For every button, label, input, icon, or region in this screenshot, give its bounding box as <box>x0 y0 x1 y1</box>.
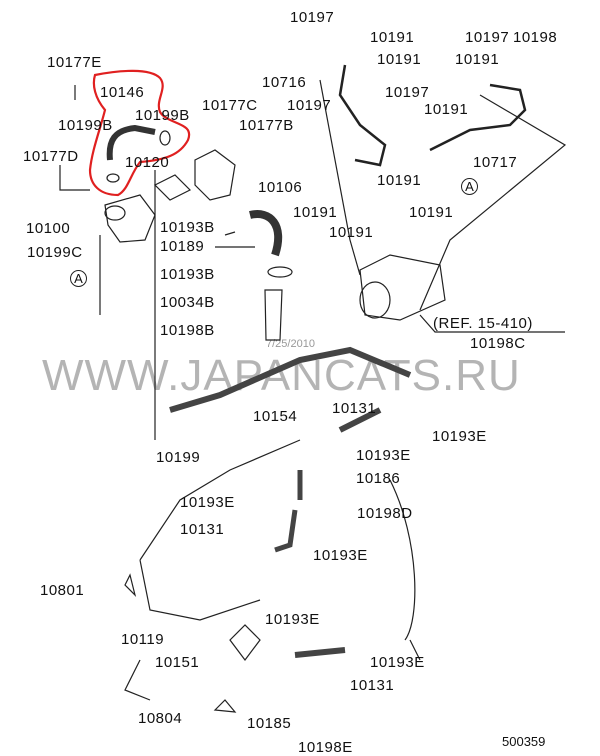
part-label-10193b[interactable]: 10193B <box>160 219 215 236</box>
part-label-10199[interactable]: 10199 <box>156 449 201 466</box>
reference-label[interactable]: (REF. 15-410) <box>433 315 533 332</box>
part-label-10193e[interactable]: 10193E <box>265 611 320 628</box>
part-label-10193b[interactable]: 10193B <box>160 266 215 283</box>
part-label-10177b[interactable]: 10177B <box>239 117 294 134</box>
part-label-10191[interactable]: 10191 <box>409 204 454 221</box>
part-label-10199b[interactable]: 10199B <box>135 107 190 124</box>
part-label-10119[interactable]: 10119 <box>121 631 165 648</box>
part-label-10193e[interactable]: 10193E <box>180 494 235 511</box>
part-label-10191[interactable]: 10191 <box>329 224 374 241</box>
part-label-10131[interactable]: 10131 <box>350 677 395 694</box>
highlight-outline <box>88 69 191 197</box>
part-label-10131[interactable]: 10131 <box>332 400 377 417</box>
pipe-10154 <box>169 346 412 413</box>
part-label-10193e[interactable]: 10193E <box>370 654 425 671</box>
part-label-10717[interactable]: 10717 <box>473 154 518 171</box>
part-label-10120[interactable]: 10120 <box>125 154 170 171</box>
part-label-10197[interactable]: 10197 <box>287 97 332 114</box>
part-label-10801[interactable]: 10801 <box>40 582 85 599</box>
pipe-10716 <box>338 64 387 167</box>
part-label-10154[interactable]: 10154 <box>253 408 298 425</box>
part-label-10177c[interactable]: 10177C <box>202 97 258 114</box>
part-label-10199b[interactable]: 10199B <box>58 117 113 134</box>
part-label-10186[interactable]: 10186 <box>356 470 401 487</box>
part-label-10191[interactable]: 10191 <box>370 29 415 46</box>
part-label-10146[interactable]: 10146 <box>100 84 145 101</box>
part-label-10177d[interactable]: 10177D <box>23 148 79 165</box>
part-label-10034b[interactable]: 10034B <box>160 294 215 311</box>
part-label-10193e[interactable]: 10193E <box>432 428 487 445</box>
part-label-10198d[interactable]: 10198D <box>357 505 413 522</box>
part-label-10198[interactable]: 10198 <box>513 29 558 46</box>
marker-a-right: A <box>461 178 478 195</box>
part-label-10151[interactable]: 10151 <box>155 654 200 671</box>
part-label-10197[interactable]: 10197 <box>290 9 335 26</box>
hose-10146 <box>106 124 156 161</box>
part-label-10189[interactable]: 10189 <box>160 238 205 255</box>
part-label-10198c[interactable]: 10198C <box>470 335 526 352</box>
part-label-10197[interactable]: 10197 <box>465 29 510 46</box>
pump-assembly <box>359 254 446 321</box>
part-label-10191[interactable]: 10191 <box>424 101 469 118</box>
part-label-10131[interactable]: 10131 <box>180 521 225 538</box>
part-label-10198e[interactable]: 10198E <box>298 739 353 756</box>
part-label-10197[interactable]: 10197 <box>385 84 430 101</box>
part-label-10198b[interactable]: 10198B <box>160 322 215 339</box>
part-label-10177e[interactable]: 10177E <box>47 54 102 71</box>
part-label-10106[interactable]: 10106 <box>258 179 303 196</box>
part-label-10191[interactable]: 10191 <box>293 204 338 221</box>
part-label-10804[interactable]: 10804 <box>138 710 183 727</box>
part-label-10100[interactable]: 10100 <box>26 220 71 237</box>
marker-a-left: A <box>70 270 87 287</box>
part-label-10191[interactable]: 10191 <box>377 172 422 189</box>
watermark: WWW.JAPANCATS.RU <box>42 351 521 400</box>
part-label-10716[interactable]: 10716 <box>262 74 307 91</box>
thermostat-housing <box>104 194 156 243</box>
part-label-10199c[interactable]: 10199C <box>27 244 83 261</box>
part-label-10193e[interactable]: 10193E <box>313 547 368 564</box>
part-label-10193e[interactable]: 10193E <box>356 447 411 464</box>
diagram-code: 500359 <box>502 734 546 749</box>
part-label-10191[interactable]: 10191 <box>377 51 422 68</box>
part-label-10191[interactable]: 10191 <box>455 51 500 68</box>
part-label-10185[interactable]: 10185 <box>247 715 292 732</box>
date-stamp: 7/25/2010 <box>266 338 315 350</box>
